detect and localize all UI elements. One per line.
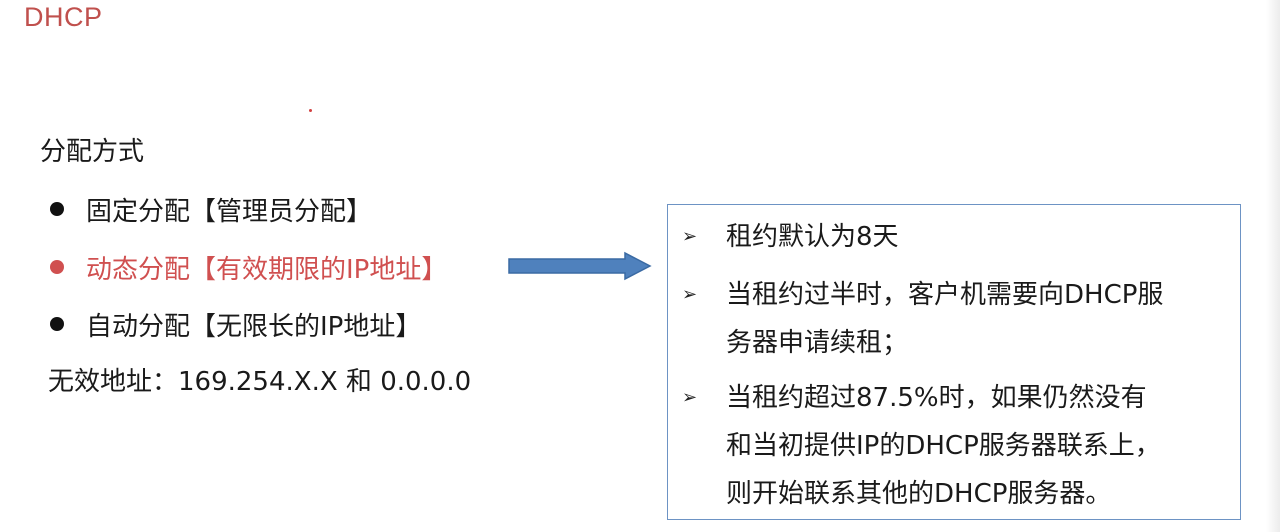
lease-item-line: 则开始联系其他的DHCP服务器。 — [726, 479, 1112, 509]
bullet-dot-icon — [50, 317, 64, 331]
bullet-label: 自动分配【无限长的IP地址】 — [86, 311, 422, 342]
lease-info-box: ➢ 租约默认为8天 ➢ 当租约过半时，客户机需要向DHCP服 务器申请续租； ➢… — [667, 204, 1241, 520]
right-arrow-icon — [508, 251, 652, 281]
arrow-bullet-icon: ➢ — [682, 387, 698, 408]
bullet-label: 动态分配【有效期限的IP地址】 — [86, 254, 448, 285]
bullet-dynamic-allocation: 动态分配【有效期限的IP地址】 — [50, 250, 448, 285]
lease-item-rebind: ➢ 当租约超过87.5%时，如果仍然没有 和当初提供IP的DHCP服务器联系上，… — [682, 374, 1226, 518]
lease-item-line: 当租约过半时，客户机需要向DHCP服 — [726, 280, 1164, 310]
bullet-dot-icon — [50, 202, 64, 216]
lease-item-line: 和当初提供IP的DHCP服务器联系上， — [726, 431, 1161, 461]
lease-item-default: ➢ 租约默认为8天 — [682, 213, 1226, 261]
lease-item-line: 务器申请续租； — [726, 328, 909, 358]
lease-item-line: 租约默认为8天 — [726, 222, 899, 252]
lease-item-renew: ➢ 当租约过半时，客户机需要向DHCP服 务器申请续租； — [682, 271, 1226, 367]
arrow-bullet-icon: ➢ — [682, 226, 698, 247]
slide-title: DHCP — [24, 2, 103, 32]
lease-item-line: 当租约超过87.5%时，如果仍然没有 — [726, 383, 1147, 413]
bullet-dot-icon — [50, 260, 64, 274]
page-edge-shadow — [1266, 0, 1280, 532]
bullet-label: 固定分配【管理员分配】 — [86, 196, 373, 227]
laser-pointer-dot — [309, 109, 312, 112]
bullet-automatic-allocation: 自动分配【无限长的IP地址】 — [50, 307, 422, 342]
allocation-heading: 分配方式 — [40, 137, 145, 167]
invalid-address-line: 无效地址：169.254.X.X 和 0.0.0.0 — [48, 367, 472, 397]
bullet-fixed-allocation: 固定分配【管理员分配】 — [50, 192, 373, 227]
arrow-bullet-icon: ➢ — [682, 284, 698, 305]
